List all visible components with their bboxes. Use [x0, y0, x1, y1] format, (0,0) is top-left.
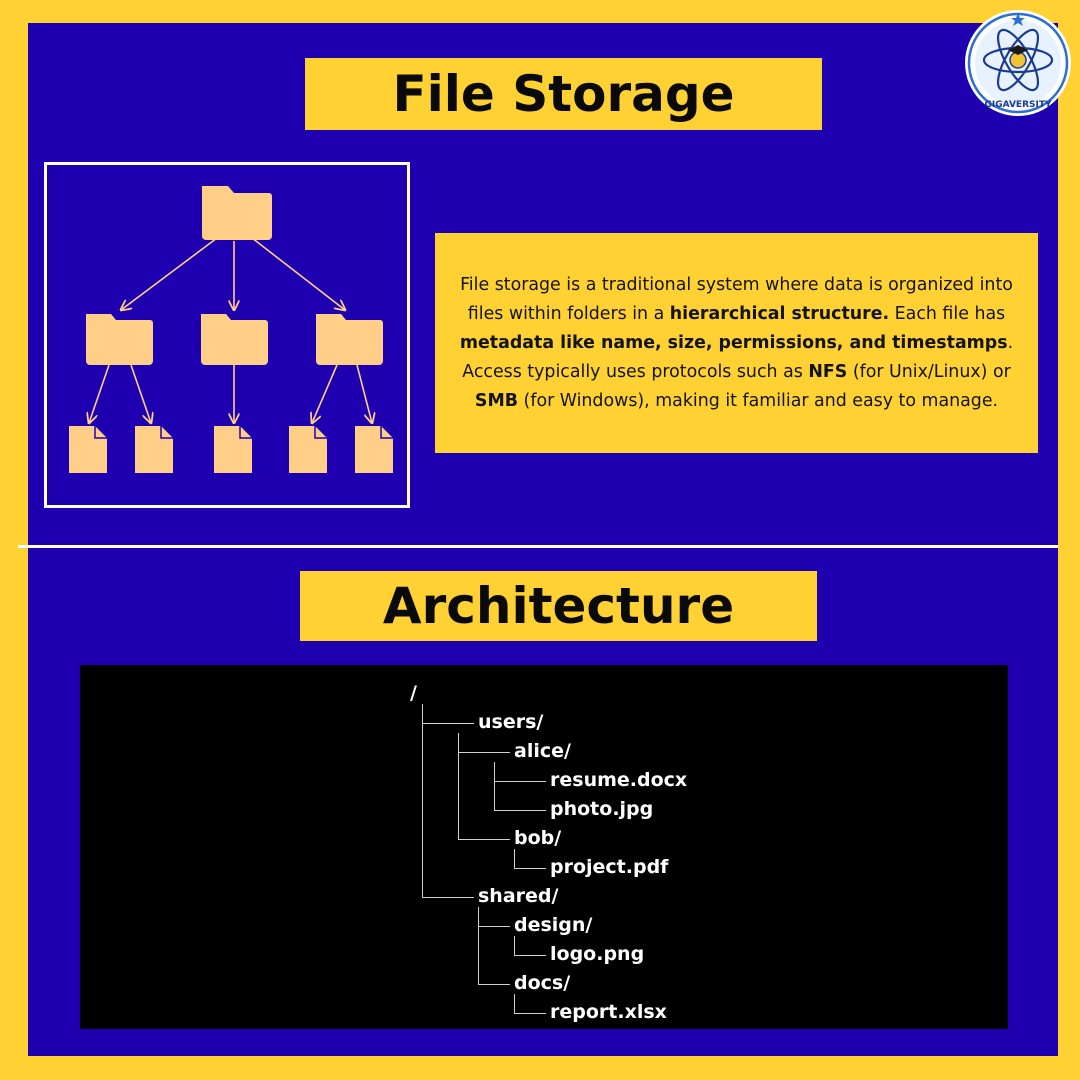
page-title: File Storage: [305, 58, 822, 130]
tree-folder: docs/: [514, 972, 571, 994]
tree-folder: design/: [514, 914, 593, 936]
description-emphasis: hierarchical structure.: [669, 303, 890, 324]
folder-icon: [86, 314, 153, 365]
tree-folder: /: [410, 682, 417, 704]
main-panel: File Storage: [18, 23, 1058, 1056]
description-segment: (for Windows), making it familiar and ea…: [518, 390, 999, 411]
description-emphasis: SMB: [474, 390, 519, 411]
tree-folder: alice/: [514, 740, 571, 762]
description-emphasis: metadata like name, size, permissions, a…: [459, 332, 1008, 353]
description-segment: . Access typically uses protocols such a…: [462, 332, 1014, 382]
architecture-title: Architecture: [300, 571, 817, 641]
gigaversity-logo: GIGAVERSITY: [965, 10, 1071, 116]
file-icon: [135, 426, 173, 473]
hierarchy-svg: [69, 186, 393, 473]
tree-file: report.xlsx: [550, 1001, 667, 1023]
tree-folder: bob/: [514, 827, 562, 849]
section-divider: [18, 545, 1058, 548]
tree-file: resume.docx: [550, 769, 688, 791]
description-segment: File storage is a traditional system whe…: [460, 274, 1013, 324]
architecture-tree-panel: / users/alice/resume.docx photo.jpg bob/pro…: [80, 665, 1008, 1029]
folder-icon: [202, 186, 272, 240]
tree-file: photo.jpg: [550, 798, 654, 820]
logo-brand-text: GIGAVERSITY: [984, 100, 1051, 110]
tree-folder: shared/: [478, 885, 559, 907]
tree-file: project.pdf: [550, 856, 669, 878]
diagram-arrows: [89, 237, 372, 423]
file-icon: [355, 426, 393, 473]
file-icon: [214, 426, 252, 473]
folder-icon: [316, 314, 383, 365]
tree-file: logo.png: [550, 943, 645, 965]
description-text: File storage is a traditional system whe…: [447, 271, 1026, 416]
file-corners: [94, 426, 393, 439]
description-emphasis: NFS: [808, 361, 848, 382]
file-icon: [289, 426, 327, 473]
folder-icon: [201, 314, 268, 365]
description-box: File storage is a traditional system whe…: [435, 233, 1038, 453]
description-segment: Each file has: [889, 303, 1006, 324]
description-segment: (for Unix/Linux) or: [847, 361, 1011, 382]
tree-folder: users/: [478, 711, 544, 733]
file-icon: [69, 426, 107, 473]
hierarchy-diagram: [44, 162, 410, 508]
